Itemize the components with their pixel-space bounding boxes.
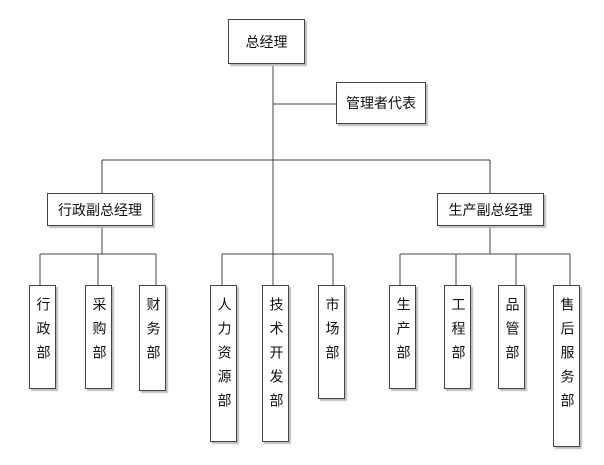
node-dept-direct-3: 市场部 [318, 285, 345, 399]
node-dept-label: 品管部 [503, 297, 520, 369]
node-dept-production-4: 售后服务部 [553, 285, 580, 447]
node-dept-label: 市场部 [323, 297, 340, 369]
node-dept-label: 技术开发部 [267, 297, 284, 417]
node-dept-label: 行政部 [34, 297, 51, 369]
node-dept-production-3: 品管部 [498, 285, 525, 389]
node-deputy-production-label: 生产副总经理 [448, 202, 533, 219]
node-dept-label: 售后服务部 [558, 297, 575, 417]
node-dept-label: 财务部 [144, 297, 161, 369]
node-dept-label: 人力资源部 [215, 297, 232, 417]
node-deputy-admin-label: 行政副总经理 [58, 202, 142, 219]
node-dept-admin-3: 财务部 [139, 285, 166, 391]
node-root: 总经理 [228, 19, 305, 64]
node-staff-label: 管理者代表 [346, 96, 416, 112]
node-dept-production-1: 生产部 [389, 285, 416, 389]
node-deputy-admin: 行政副总经理 [47, 193, 153, 226]
node-deputy-production: 生产副总经理 [437, 193, 544, 226]
node-dept-direct-1: 人力资源部 [210, 285, 237, 442]
node-dept-admin-2: 采购部 [85, 285, 112, 389]
node-dept-direct-2: 技术开发部 [262, 285, 289, 442]
node-dept-label: 工程部 [449, 297, 466, 369]
node-dept-label: 采购部 [90, 297, 107, 369]
node-dept-production-2: 工程部 [444, 285, 471, 389]
node-staff: 管理者代表 [336, 82, 426, 124]
node-dept-admin-1: 行政部 [29, 285, 56, 389]
node-dept-label: 生产部 [394, 297, 411, 369]
node-root-label: 总经理 [245, 34, 288, 51]
